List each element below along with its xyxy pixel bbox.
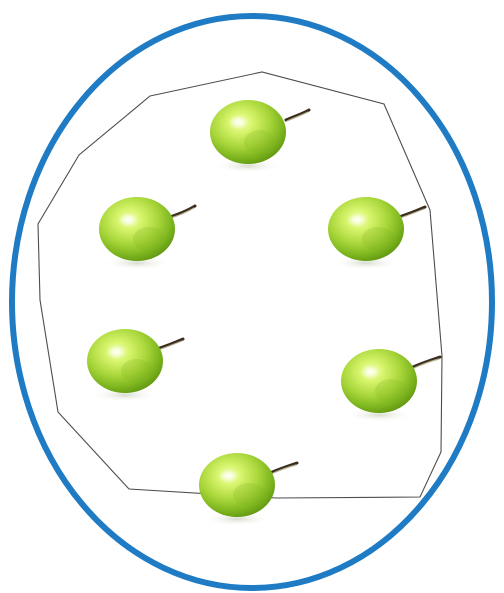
canvas [0, 0, 504, 593]
plate-illustration [0, 0, 504, 593]
